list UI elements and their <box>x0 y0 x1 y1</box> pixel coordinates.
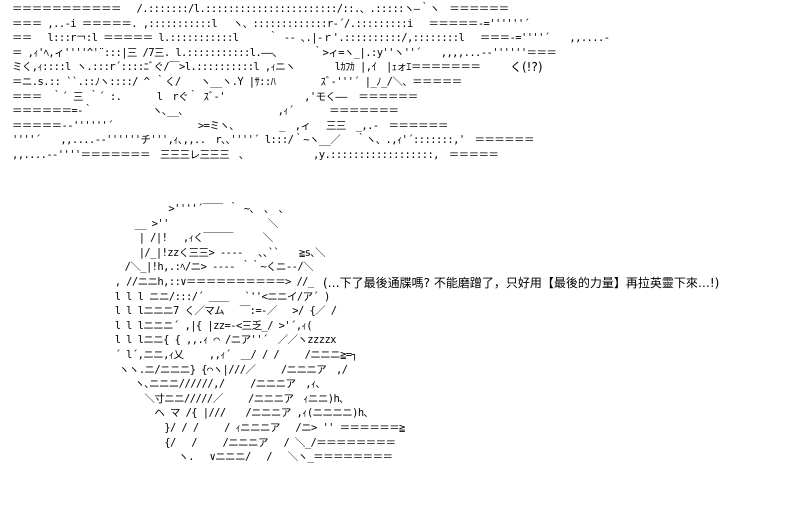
art-bottom-line: |/_|!zzく三三> ---- ､､`` ≧s､＼ <box>10 246 326 259</box>
art-bottom-line: l l lニニニ´ ,|{ |zz=-<三乏_/ >'´,ｨ( <box>10 319 313 332</box>
art-bottom-line: {/ / /ニニニア / ＼_/＝＝＝＝＝＝＝＝ <box>10 436 396 449</box>
art-bottom-line: >''''´￣￣ ｀ ~､ ､ ､ <box>10 203 284 215</box>
art-bottom-line: /＼_|!h,.:ﾍ/ニ> ---- ｀｀~くニ--/＼ <box>10 261 314 274</box>
art-top-line: ,,....--''''＝＝＝＝＝＝＝ 三三三レ三三三 ､ ,y.:::::::… <box>12 148 499 161</box>
ascii-art-top-panel: ＝＝＝＝＝＝＝＝＝＝＝ /.:::::::/l.::::::::::::::::… <box>12 2 610 163</box>
art-top-line: ＝＝＝＝＝＝＝＝＝＝＝ /.:::::::/l.::::::::::::::::… <box>12 3 509 15</box>
art-top-line: ＝＝＝ ,..-i ＝＝＝＝＝. ,:::::::::::l ヽ、:::::::… <box>12 17 530 30</box>
art-bottom-line: ヽ. ∨ニニニ/ / ＼ヽ_＝＝＝＝＝＝＝＝ <box>10 451 393 464</box>
art-top-line: ＝ニ.s.:: ``.::ﾉヽ::::/ ^ ｀く/ ヽ__ヽ.Y |ｻ::ﾊ … <box>12 75 462 88</box>
art-top-line: ''''´ ,,....--''''''チ''',ｨ､,,.. r､､''''´… <box>12 134 534 147</box>
art-top-line: ＝＝＝＝＝＝=-｀ ヽ､__、 ,ｨ´ ＝＝＝＝＝＝＝ <box>12 105 399 118</box>
art-bottom-line: ヘ マ /{ |/// /ニニニア ,ｨ(ニニニニ)h､ <box>10 407 369 420</box>
art-top-line: ＝ ,ｨ'ﾍ,ィ''''^'¨:::|三 /7三. l.:::::::::::l… <box>12 46 557 59</box>
art-bottom-line: | /|! ,ｨく￣￣￣ ＼ <box>10 232 273 245</box>
art-bottom-line: l l l ニニ/:::/´ ＿＿ `''<ニニイ/ア´ ) <box>10 290 331 303</box>
art-bottom-line: ＼寸ニニ/////／ /ニニニア ｨニニ)h､ <box>10 392 344 405</box>
art-bottom-line: l l lニニ{ { ,,.ｨ ⌒ /ニア''´ ／／ヽzzzzx <box>10 334 337 347</box>
art-bottom-line: ヽヽ.ニ/ニニニ} {⌒ヽ|///／ /ニニニア ,/ <box>10 363 348 376</box>
art-bottom-line: __ >'' ＼ <box>10 217 279 230</box>
art-bottom-line: , //ニニh,::∨＝＝＝＝＝＝＝＝＝＝> //_ <box>10 275 315 288</box>
art-bottom-line: l l lニニニ7 く／マム ￣:=-／ >/ {／ / <box>10 305 337 318</box>
art-top-line: ＝＝＝＝＝--''''''´ >=ミヽ、 _ ,ィ 三三 _,.- ＝＝＝＝＝＝ <box>12 119 448 132</box>
ascii-art-bottom-panel: >''''´￣￣ ｀ ~､ ､ ､ __ >'' ＼ | /|! ,ｨく￣￣￣ … <box>10 202 406 465</box>
art-top-line: ＝＝＝ ｀´ 三 ｀´ :. l rぐ｀ ｽﾞ-' ,'モく―― ＝＝＝＝＝＝ <box>12 90 418 103</box>
surprise-exclamation: く(!?) <box>510 60 543 74</box>
art-bottom-line: ヽ､ニニニ//////,/ /ニニニア ,ｨ､ <box>10 378 321 391</box>
art-bottom-line: ´ l´,ニニ,ｨ乂 ,,ｨ´ ＿/ / / /ニニニ≧=┐ <box>10 348 358 361</box>
art-top-line: ミく,ｨ::::l ヽ.:::r´::::ﾆﾞぐ/￣>l.::::::::::l… <box>12 61 481 74</box>
art-bottom-line: }/ / / / ｨニニニア /ニ> '' ＝＝＝＝＝＝≧ <box>10 421 405 434</box>
art-top-line: ＝＝ l:::r￢:l ＝＝＝＝＝ l.:::::::::::l ｀ -- ､.… <box>12 32 610 45</box>
thought-dialogue: (…下了最後通牒嗎? 不能磨蹭了，只好用【最後的力量】再拉英靈下來…!) <box>323 276 720 290</box>
